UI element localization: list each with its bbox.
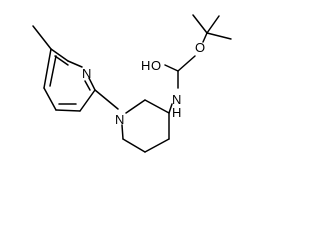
pyridine-bond-c3-c4 [55,109,81,112]
pyridine-double-bond-c5ring-c5 [49,55,57,87]
pyridine-double-bond-c5-c6 [54,55,69,66]
ester-o-to-tbutyl-bond [202,32,208,43]
pyridine-nitrogen-label: N [82,66,91,81]
ester-oxygen-label: O [195,40,205,55]
pyridine-bond-n-c2 [88,77,96,91]
pyridine-bond-c2-c3 [79,89,96,112]
pyridine-double-bond-n-c2 [84,80,91,91]
tbutyl-methyl-bond-1 [206,15,220,34]
piperidine-bond-c4-c5 [144,138,170,153]
amide-nitrogen-label: N [172,92,181,107]
carbonyl-oxygen-label: O [151,58,161,73]
carbonyl-hydrogen-label: H [141,58,150,73]
methyl-bond [32,25,52,50]
pyridine-bond-c4-c5ring [43,87,57,111]
piperidine-nitrogen-label: N [115,112,124,127]
pyridine-bond-c6-n [67,60,83,68]
bonds [32,14,232,153]
tbutyl-methyl-bond-3 [192,14,208,34]
piperidine-bond-c5-c6 [122,138,146,153]
atom-labels: N N N H O H O [82,40,205,127]
piperidine-bond-c6-n [121,124,124,140]
carbonyl-to-ester-o-bond [177,55,196,72]
chemical-structure-diagram: N N N H O H O [32,14,232,153]
carbonyl-bond [164,64,179,72]
amide-hydrogen-label: H [172,105,181,120]
piperidine-bond-n-c2 [125,99,146,114]
aryl-to-piperidine-bond [94,89,119,110]
pyridine-bond-c5ring-c5 [43,48,52,89]
c3-to-nh-bond [168,103,173,114]
pyridine-bond-c5-c6 [50,48,69,62]
piperidine-bond-c2-c3 [144,99,170,114]
tbutyl-methyl-bond-2 [206,32,232,40]
